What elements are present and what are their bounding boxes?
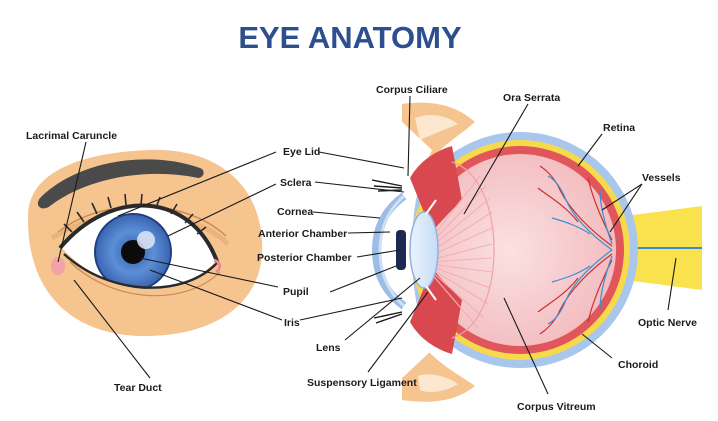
label-ora-serrata: Ora Serrata [503, 92, 560, 104]
label-retina: Retina [603, 122, 635, 134]
lower-lid-line [63, 253, 217, 289]
label-pupil: Pupil [283, 286, 309, 298]
lacrimal-caruncle-shape [51, 257, 65, 275]
page-title: EYE ANATOMY [238, 20, 462, 55]
label-choroid: Choroid [618, 359, 658, 371]
label-corpus-ciliare: Corpus Ciliare [376, 84, 448, 96]
label-eye-lid: Eye Lid [283, 146, 320, 158]
label-vessels: Vessels [642, 172, 681, 184]
ciliary-body-top [410, 146, 462, 232]
leader-lines [57, 95, 677, 395]
iris-section [396, 230, 406, 270]
vitreous-body [424, 154, 616, 346]
label-lacrimal-caruncle: Lacrimal Caruncle [26, 130, 117, 142]
label-posterior-chamber: Posterior Chamber [257, 252, 352, 264]
upper-lash-line [58, 203, 220, 265]
retina-vessels [537, 165, 613, 335]
label-cornea: Cornea [277, 206, 313, 218]
eyebrow [37, 159, 204, 209]
label-optic-nerve: Optic Nerve [638, 317, 697, 329]
cross-section-view [371, 102, 702, 402]
front-eye-view [27, 149, 263, 337]
pupil-front [121, 240, 145, 264]
eye-highlight [137, 231, 155, 249]
label-anterior-chamber: Anterior Chamber [258, 228, 347, 240]
label-suspensory-ligament: Suspensory Ligament [307, 377, 417, 389]
ciliary-body-bottom [410, 268, 462, 354]
label-lens: Lens [316, 342, 341, 354]
section-lashes [371, 179, 403, 324]
label-tear-duct: Tear Duct [114, 382, 162, 394]
labels: Lacrimal Caruncle Tear Duct Eye Lid Scle… [26, 84, 697, 413]
label-iris: Iris [284, 317, 300, 329]
cornea-shape [371, 192, 407, 310]
eyelashes [63, 193, 207, 235]
lens-shape [409, 211, 439, 289]
label-sclera: Sclera [280, 177, 312, 189]
label-corpus-vitreum: Corpus Vitreum [517, 401, 596, 413]
